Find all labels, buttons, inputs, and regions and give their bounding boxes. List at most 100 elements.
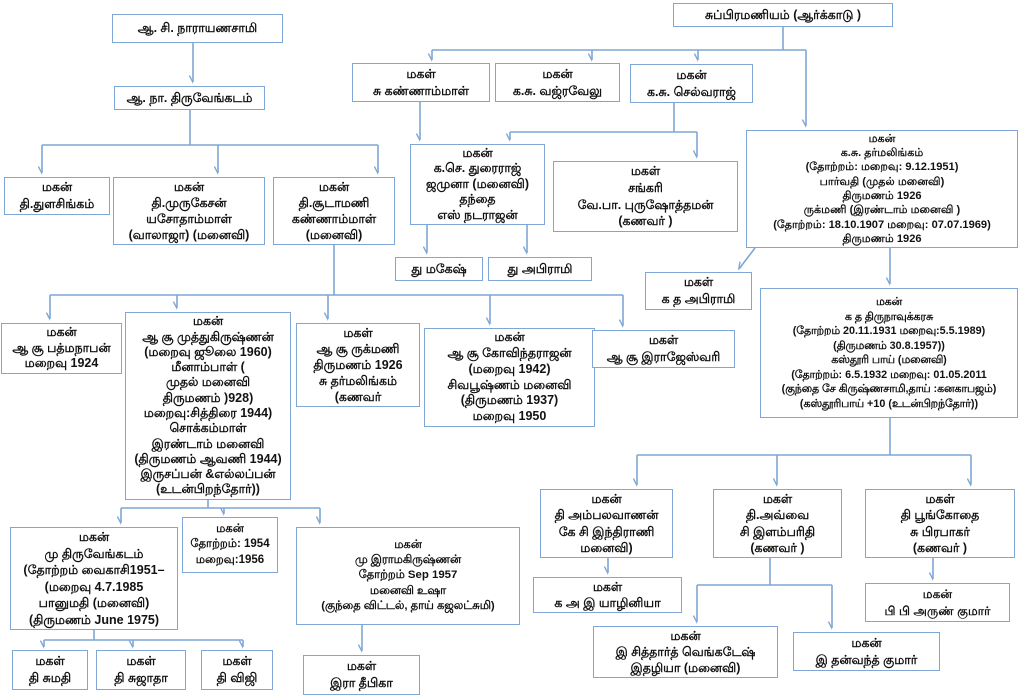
node-subramaniyam: சுப்பிரமணியம் (ஆர்க்காடு ) <box>673 3 893 27</box>
node-text-line: சங்கரி <box>628 180 663 195</box>
node-text-line: தந்தை <box>459 192 496 207</box>
node-text-line: தி சுமதி <box>28 671 72 685</box>
node-text-line: இ சித்தார்த் வெங்கடேஷ் <box>615 645 756 659</box>
node-text-line: ஆ சூ ருக்மணி <box>316 342 400 356</box>
node-text-line: (கஸ்தூரிபாய் +10 (உடன்பிறந்தோர்)) <box>799 397 979 410</box>
connector-lines <box>42 27 972 651</box>
node-text-line: (தோற்றம்: மறைவு: 9.12.1951) <box>805 161 959 174</box>
node-text-line: து அபிராமி <box>507 261 573 276</box>
node-text-line: மகள் <box>35 654 65 669</box>
node-text-line: மனைவி) <box>580 540 633 555</box>
node-text-line: க த திருநாவுக்கரசு <box>844 310 934 323</box>
node-text-line: ருக்மணி (இரண்டாம் மனைவி ) <box>803 204 961 217</box>
node-poongothai: மகள்தி பூங்கோதைசு பிரபாகர்(கணவர் ) <box>865 489 1015 558</box>
connector-line <box>739 247 756 269</box>
node-text-line: (கணவர் ) <box>750 540 805 555</box>
node-text-line: மகன் <box>922 587 953 601</box>
node-text-line: மகன் <box>868 132 896 145</box>
node-abirami-daughter: து அபிராமி <box>488 257 592 281</box>
node-text-line: ஆ சூ பத்மநாபன் <box>12 340 111 355</box>
node-text-line: மனைவி உஷா <box>369 584 447 597</box>
node-text-line: ஆ. நா. திருவேங்கடம் <box>126 90 253 105</box>
node-thirunavukkarasu: மகன்க த திருநாவுக்கரசு(தோற்றம் 20.11.193… <box>760 288 1018 418</box>
node-sankari: மகள்சங்கரிவே.பா. புருஷோத்தமன்(கணவர் ) <box>553 161 738 232</box>
node-text-line: தி.சூடாமணி <box>298 196 370 210</box>
node-ambalavanan: மகன்தி அம்பலவாணன்கே சி இந்திராணிமனைவி) <box>540 489 673 558</box>
node-text-line: மகன் <box>173 180 205 194</box>
node-abirami-ka: மகள்க த அபிராமி <box>645 272 752 310</box>
node-selvaraj: மகன்க.சு. செல்வராஜ் <box>630 64 753 103</box>
node-text-line: தி பூங்கோதை <box>900 508 980 523</box>
node-text-line: (திருமணம் 1937) <box>460 393 559 408</box>
node-deepika: மகள் இரா தீபிகா <box>303 655 420 695</box>
node-muthukrishnan: மகன்ஆ சூ முத்துகிருஷ்ணன்(மறைவு ஜூலை 1960… <box>125 312 291 500</box>
node-text-line: மகன் <box>192 314 224 329</box>
node-text-line: எஸ் நடராஜன் <box>437 207 518 222</box>
node-text-line: இதழியா (மனைவி) <box>630 661 741 675</box>
node-text-line: க த அபிராமி <box>661 292 736 306</box>
node-text-line: (திருமணம் June 1975) <box>28 612 160 627</box>
node-sumathi: மகள் தி சுமதி <box>12 650 88 690</box>
node-text-line: சு பிரபாகர் <box>910 524 970 539</box>
node-text-line: மகன் <box>394 538 422 551</box>
node-text-line: இருசப்பன் &எல்லப்பன் <box>140 467 276 482</box>
node-text-line: மகள் <box>346 659 377 674</box>
node-text-line: திருமணம் 1926 <box>842 190 922 202</box>
node-text-line: மு திருவேங்கடம் <box>44 546 144 561</box>
node-text-line: திருமணம் 1926 <box>842 232 922 245</box>
node-text-line: மகள் <box>592 580 623 594</box>
node-text-line: சுப்பிரமணியம் (ஆர்க்காடு ) <box>704 7 862 22</box>
node-text-line: (குந்தை சே கிருஷ்ணசாமி,தாய் :கனகாபஜம்) <box>781 383 997 395</box>
node-text-line: மகள் <box>406 66 436 81</box>
node-text-line: ஜமுனா (மனைவி) <box>426 176 529 191</box>
node-yazhiniya: மகள்க அ இ யாழினியா <box>533 577 682 613</box>
node-text-line: சொக்கம்மாள் <box>169 421 247 436</box>
node-text-line: (தோற்றம் வைகாசி1951– <box>23 563 165 577</box>
node-murugesan: மகன்தி.முருகேசன்யசோதாம்மாள்(வாலாஜா) (மனை… <box>113 177 265 245</box>
node-text-line: யசோதாம்மாள் <box>146 212 232 226</box>
node-text-line: கே சி இந்திராணி <box>558 524 655 539</box>
node-text-line: க.சு. செல்வராஜ் <box>647 84 736 99</box>
node-viji: மகள்தி விஜி <box>201 650 273 690</box>
node-text-line: வே.பா. புருஷோத்தமன் <box>577 197 714 212</box>
node-text-line: (தோற்றம் 20.11.1931 மறைவு:5.5.1989) <box>792 325 986 337</box>
node-text-line: (உடன்பிறந்தோர்)) <box>156 482 260 497</box>
node-text-line: (குந்தை விட்டல், தாய் கஜலட்சுமி) <box>321 599 495 612</box>
node-text-line: சு தர்மலிங்கம் <box>318 374 398 388</box>
node-text-line: தோற்றம்: 1954 <box>190 538 270 551</box>
node-mahesh: து மகேஷ் <box>395 257 483 281</box>
node-text-line: தி சுஜாதா <box>114 671 168 685</box>
node-text-line: முதல் மனைவி <box>165 375 251 390</box>
node-text-line: மகள் <box>126 654 156 669</box>
node-text-line: (தோற்றம்: 6.5.1932 மறைவு: 01.05.2011 <box>791 368 987 381</box>
node-text-line: மறைவு 1950 <box>472 409 547 424</box>
node-text-line: (திருமணம் 30.8.1957)) <box>833 339 945 352</box>
node-text-line: ஆ சூ கோவிந்தராஜன் <box>447 345 572 360</box>
node-text-line: மகள் <box>762 491 793 506</box>
node-text-line: மகன் <box>216 522 244 535</box>
node-text-line: சி இளம்பரிதி <box>739 524 816 539</box>
node-text-line: பி பி அருண் குமார் <box>884 603 991 618</box>
node-text-line: ஆ. சி. நாராயணசாமி <box>137 21 258 36</box>
node-arun-kumar: மகன் பி பி அருண் குமார் <box>865 583 1010 622</box>
node-text-line: தி.துளசிங்கம் <box>19 197 95 211</box>
node-vajravelu: மகன்க.சு. வஜ்ரவேலு <box>495 63 620 102</box>
node-text-line: தோற்றம் Sep 1957 <box>358 569 458 582</box>
node-text-line: பார்வதி (முதல் மனைவி) <box>819 175 945 188</box>
node-text-line: திருமணம் )928) <box>162 390 254 405</box>
node-dhanvanth: மகன்இ தன்வந்த் குமார் <box>793 632 940 671</box>
node-text-line: இரா தீபிகா <box>330 676 393 690</box>
node-govindarajan: மகன்ஆ சூ கோவிந்தராஜன்(மறைவு 1942)சிவபூஷ்… <box>424 328 595 427</box>
node-text-line: சு கண்ணாம்மாள் <box>373 83 469 98</box>
node-thiruvengadam-senior: ஆ. நா. திருவேங்கடம் <box>114 86 265 110</box>
node-text-line: மறைவு:1956 <box>195 553 265 566</box>
node-text-line: மகன் <box>462 145 493 160</box>
node-text-line: மகள் <box>343 326 373 340</box>
node-son-1954: மகன் தோற்றம்: 1954 மறைவு:1956 <box>182 517 278 573</box>
node-text-line: (வாலாஜா) (மனைவி) <box>128 228 250 242</box>
node-padmanabhan: மகன்ஆ சூ பத்மநாபன்மறைவு 1924 <box>1 323 122 374</box>
node-text-line: மகன் <box>41 180 73 195</box>
